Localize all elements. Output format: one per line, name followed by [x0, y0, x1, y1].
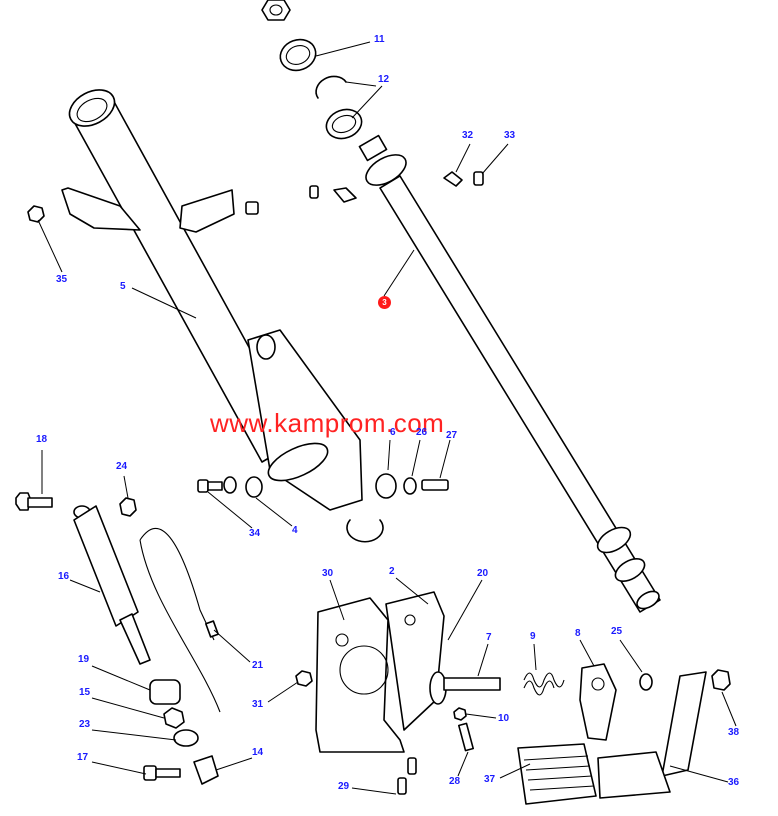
callout-37[interactable]: 37 [484, 774, 496, 785]
leader-lines [37, 41, 737, 795]
callout-7[interactable]: 7 [486, 632, 492, 643]
nut-35 [27, 205, 45, 223]
callout-14[interactable]: 14 [252, 747, 264, 758]
callout-4[interactable]: 4 [292, 525, 298, 536]
clamp-14 [193, 755, 219, 785]
nut-10 [453, 707, 467, 721]
bushing-6 [375, 473, 449, 499]
callout-35[interactable]: 35 [56, 274, 68, 285]
block-19 [149, 679, 181, 705]
bolt-18 [15, 492, 53, 511]
bolt-17 [143, 765, 181, 781]
column-tube [61, 89, 363, 511]
pedal-pad-37 [517, 743, 671, 805]
ring-25 [639, 673, 653, 691]
callout-29[interactable]: 29 [338, 781, 350, 792]
callout-23[interactable]: 23 [79, 719, 91, 730]
clip-32 [443, 171, 463, 187]
top-nut [261, 0, 291, 21]
callout-33[interactable]: 33 [504, 130, 516, 141]
callout-36[interactable]: 36 [728, 777, 740, 788]
callout-16[interactable]: 16 [58, 571, 70, 582]
callout-38[interactable]: 38 [728, 727, 740, 738]
callout-2[interactable]: 2 [389, 566, 395, 577]
callout-8[interactable]: 8 [575, 628, 581, 639]
callout-28[interactable]: 28 [449, 776, 461, 787]
nut-24 [119, 497, 137, 517]
bolt-28 [457, 722, 475, 752]
lever-8 [579, 663, 617, 741]
callout-21[interactable]: 21 [252, 660, 264, 671]
callout-12[interactable]: 12 [378, 74, 390, 85]
bolt-34 [197, 476, 263, 498]
callout-11[interactable]: 11 [374, 34, 385, 45]
bolt-small [245, 185, 357, 215]
pivot-shaft [429, 671, 501, 705]
steering-shaft [358, 134, 661, 613]
spring-9 [523, 672, 565, 696]
nut-38 [711, 669, 731, 691]
circlip-lower [346, 519, 384, 543]
highlighted-part-marker[interactable]: 3 [378, 296, 391, 309]
nut-31 [295, 670, 313, 687]
callout-30[interactable]: 30 [322, 568, 334, 579]
callout-17[interactable]: 17 [77, 752, 89, 763]
callout-32[interactable]: 32 [462, 130, 474, 141]
clip-33 [473, 171, 484, 186]
callout-5[interactable]: 5 [120, 281, 126, 292]
callout-19[interactable]: 19 [78, 654, 90, 665]
callout-31[interactable]: 31 [252, 699, 264, 710]
callout-26[interactable]: 26 [416, 427, 428, 438]
watermark-text: www.kamprom.com [210, 408, 445, 438]
gas-spring [73, 505, 151, 665]
callout-25[interactable]: 25 [611, 626, 623, 637]
callout-18[interactable]: 18 [36, 434, 48, 445]
clamp-23 [173, 729, 199, 747]
cable-21 [139, 528, 221, 713]
washer-11 [279, 38, 317, 72]
callout-20[interactable]: 20 [477, 568, 489, 579]
callout-15[interactable]: 15 [79, 687, 91, 698]
mounting-bracket [315, 591, 445, 753]
callout-27[interactable]: 27 [446, 430, 458, 441]
nut-15 [163, 707, 185, 729]
callout-24[interactable]: 24 [116, 461, 128, 472]
circlip-upper [315, 75, 347, 99]
callout-10[interactable]: 10 [498, 713, 510, 724]
bolts-29 [397, 757, 417, 795]
pedal-arm-36 [661, 671, 707, 777]
callout-6[interactable]: 6 [390, 427, 396, 438]
callout-34[interactable]: 34 [249, 528, 261, 539]
callout-9[interactable]: 9 [530, 631, 536, 642]
